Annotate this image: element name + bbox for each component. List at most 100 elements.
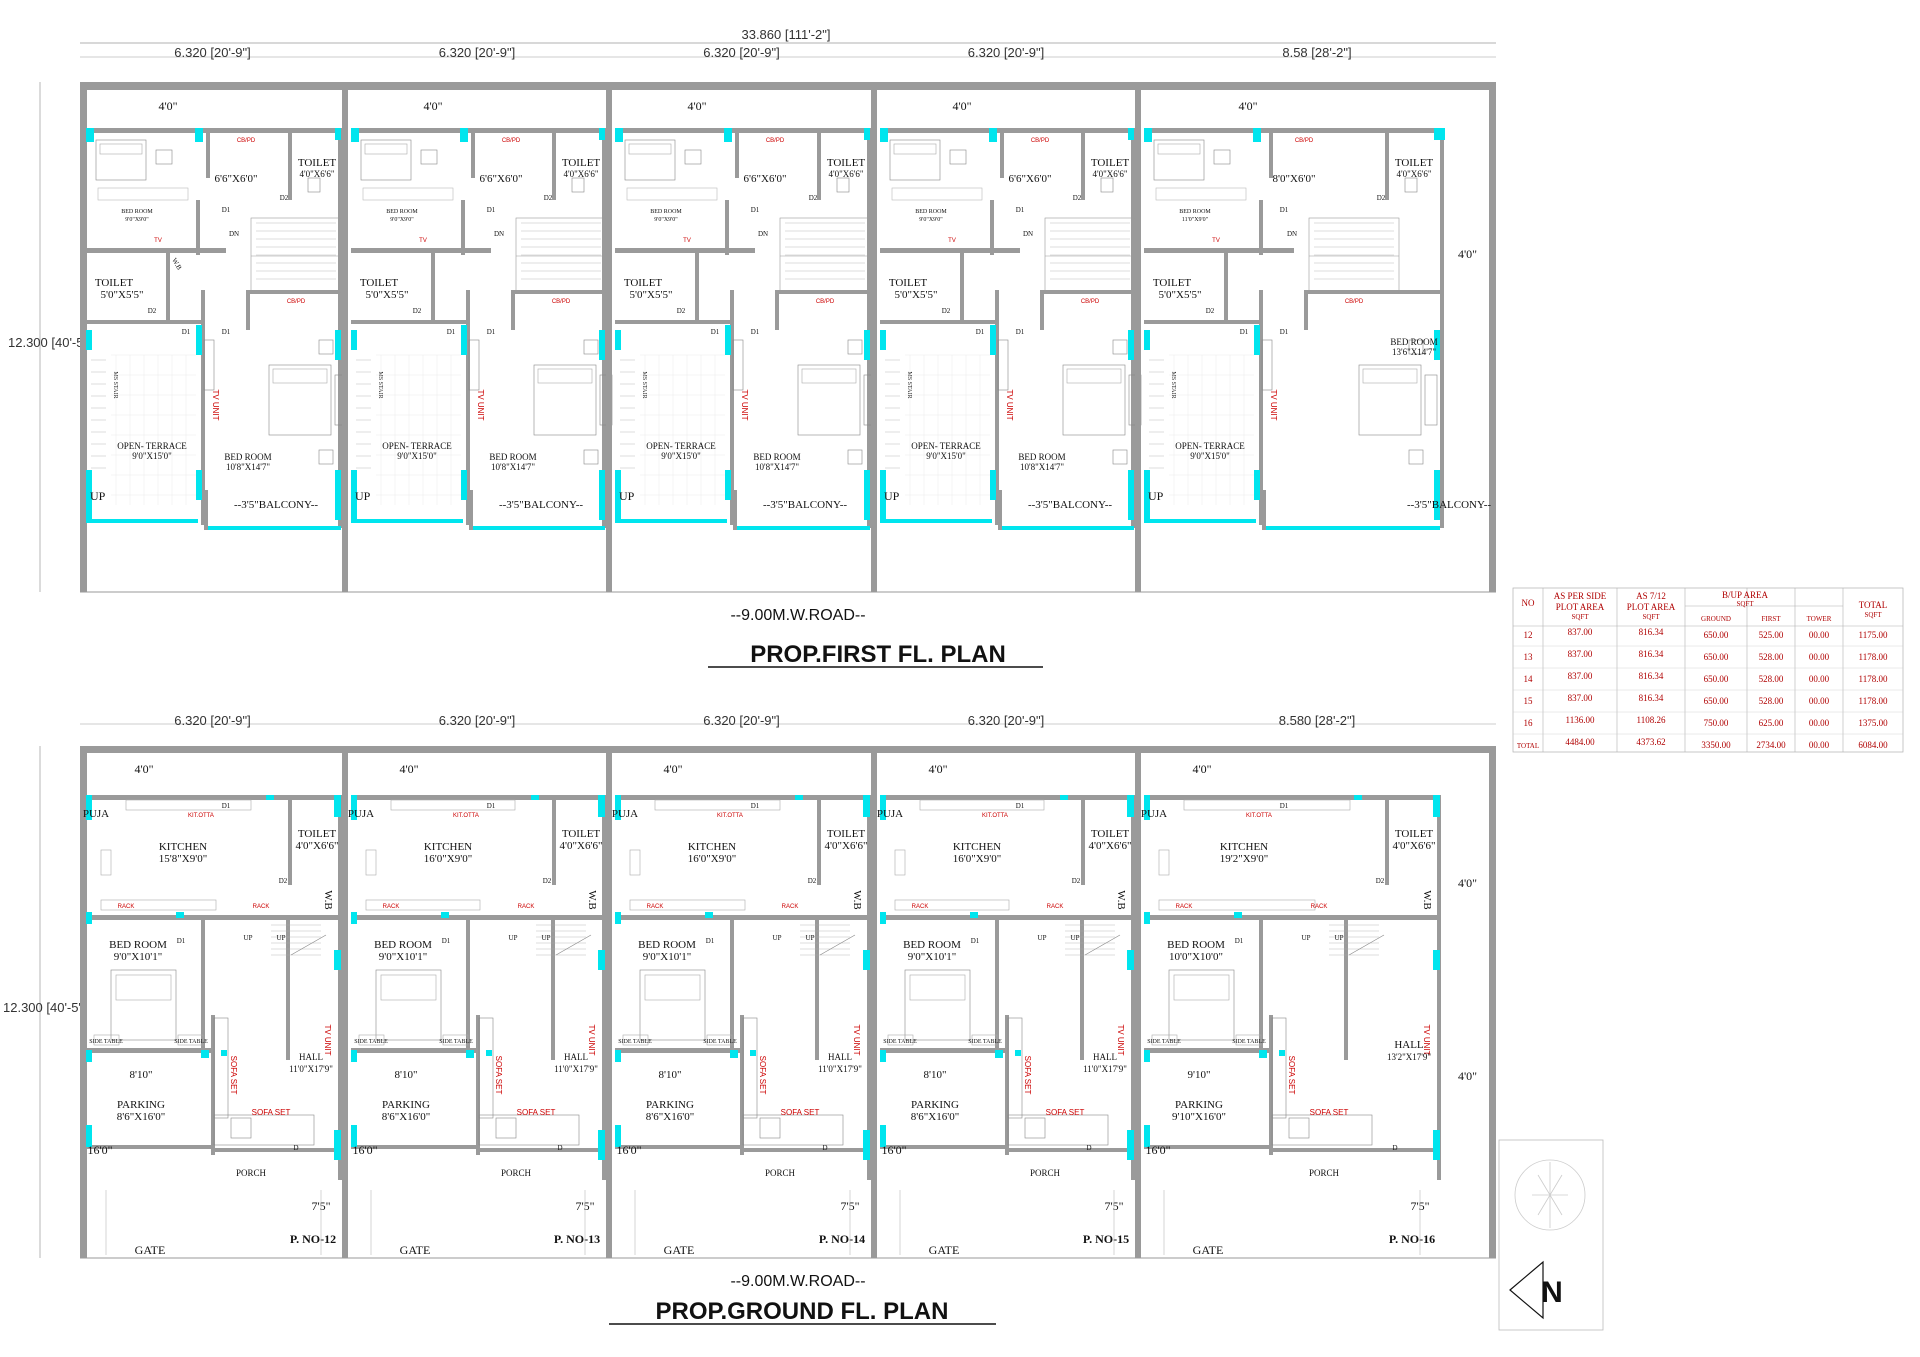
wall: [615, 320, 730, 324]
wall: [1304, 290, 1440, 294]
fixture-outline: [1271, 1017, 1287, 1119]
toilet-size: 4'0"X6'6": [299, 169, 334, 179]
wall: [469, 490, 473, 530]
wall: [998, 490, 1002, 530]
tv-label: TV: [154, 238, 162, 244]
bedroom-label: BED ROOM: [224, 452, 271, 462]
window: [176, 912, 184, 918]
wall: [476, 1148, 605, 1152]
wall: [86, 795, 341, 800]
door-label: D1: [222, 802, 231, 810]
fixture-outline: [801, 368, 857, 384]
fixture-outline: [622, 1034, 649, 1046]
porch-label: PORCH: [501, 1168, 532, 1178]
parking-width-label: 8'10": [659, 1069, 682, 1081]
wall: [1304, 290, 1308, 330]
toilet-label: TOILET: [827, 828, 866, 840]
window: [351, 330, 357, 350]
wall: [602, 795, 606, 1180]
window: [733, 526, 870, 530]
door-label: D2: [413, 307, 422, 315]
sofa-set-label: SOFA SET: [1310, 1108, 1349, 1117]
toilet-size: 4'0"X6'6": [296, 840, 339, 852]
window: [86, 330, 92, 350]
wall: [351, 795, 605, 800]
wall: [80, 82, 1496, 90]
fixture-outline: [1066, 368, 1122, 384]
fixture-outline: [495, 1117, 517, 1139]
ms-stair-label: MS STAIR: [1170, 371, 1176, 398]
table-cell: 816.34: [1639, 649, 1664, 659]
table-header: TOTAL: [1859, 600, 1888, 610]
door-label: D2: [1376, 877, 1385, 885]
parking-width-label: 8'10": [924, 1069, 947, 1081]
wall: [1259, 920, 1263, 1055]
ground-floor-title: PROP.GROUND FL. PLAN: [656, 1298, 949, 1325]
table-cell: 1108.26: [1637, 715, 1666, 725]
table-cell: 816.34: [1639, 671, 1664, 681]
window: [469, 526, 605, 530]
side-dim-ground-top: 4'0": [1458, 876, 1477, 890]
toilet-label: TOILET: [827, 157, 866, 169]
wall: [206, 128, 210, 178]
wall: [204, 490, 208, 530]
door-label: D1: [706, 937, 715, 945]
ms-stair-label: MS STAIR: [377, 371, 383, 398]
window: [335, 470, 341, 520]
ground-floor-width-dims: 6.320 [20'-9"]6.320 [20'-9"]6.320 [20'-9…: [80, 713, 1496, 728]
bedroom-size: 9'0"X9'0": [125, 217, 149, 223]
toilet-size: 4'0"X6'6": [1393, 840, 1436, 852]
kitchen-label: KITCHEN: [688, 841, 736, 853]
gate-label: GATE: [1193, 1243, 1224, 1257]
fixture-outline: [797, 364, 861, 436]
wall: [602, 128, 606, 528]
wall: [880, 1145, 1005, 1149]
door-label: D1: [751, 802, 760, 810]
north-arrow-icon: [1509, 1260, 1544, 1320]
table-cell: 525.00: [1759, 630, 1784, 640]
passage-size: 6'6"X6'0": [744, 173, 787, 185]
window: [486, 1050, 492, 1056]
window: [86, 795, 92, 820]
terrace-label: OPEN- TERRACE: [646, 441, 716, 451]
fixture-outline: [203, 339, 215, 391]
wall: [615, 248, 755, 253]
window: [598, 950, 605, 970]
rack-label: RACK: [912, 904, 929, 910]
parking-depth-label: 16'0": [616, 1143, 641, 1157]
wash-basin-label: W.B: [851, 890, 863, 909]
north-label: N: [1541, 1276, 1563, 1309]
table-header: SQFT: [1642, 613, 1660, 621]
window: [615, 795, 621, 820]
wall: [338, 795, 342, 1180]
window: [1434, 128, 1440, 140]
window: [1262, 526, 1440, 530]
toilet-size: 5'0"X5'5": [101, 289, 144, 301]
balcony-label: --3'5"BALCONY--: [499, 499, 583, 511]
cb-pd-label: CB/PD: [816, 299, 835, 305]
ms-stair-label: MS STAIR: [641, 371, 647, 398]
door-label: D2: [544, 194, 553, 202]
window: [531, 795, 539, 800]
door-label: D1: [182, 328, 191, 336]
door-label: D: [822, 1144, 827, 1152]
wall: [1440, 128, 1444, 528]
up-label: UP: [1038, 934, 1047, 942]
side-table-label: SIDE TABLE: [703, 1039, 737, 1045]
door-label: D2: [1206, 307, 1215, 315]
sofa-set-label: SOFA SET: [1023, 1056, 1032, 1095]
fixture-outline: [624, 139, 676, 181]
passage-size: 8'0"X6'0": [1273, 173, 1316, 185]
fixture-outline: [468, 339, 480, 391]
parking-label: PARKING: [1175, 1099, 1223, 1111]
window: [196, 470, 202, 500]
bedroom-label: BED ROOM: [489, 452, 536, 462]
fixture-outline: [1408, 339, 1424, 355]
sofa-set-label: SOFA SET: [517, 1108, 556, 1117]
wall: [351, 1048, 476, 1053]
fixture-outline: [742, 1114, 844, 1146]
down-label: DN: [229, 230, 239, 238]
bedroom-size: 9'0"X9'0": [919, 217, 943, 223]
plot-number: P. NO-14: [819, 1232, 865, 1246]
